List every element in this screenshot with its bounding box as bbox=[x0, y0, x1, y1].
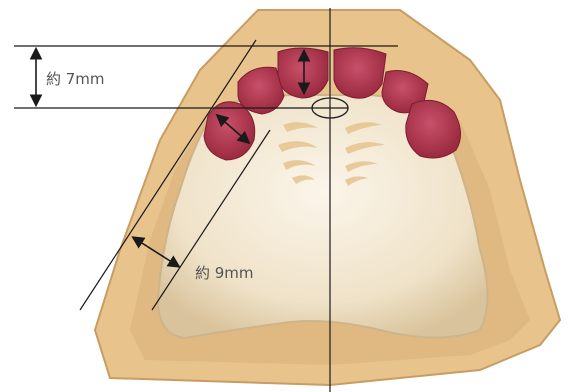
tooth-right-canine bbox=[204, 102, 255, 160]
tooth-right-central bbox=[278, 48, 328, 98]
ridge-offset-label: 約 9mm bbox=[195, 262, 254, 283]
incisal-depth-label: 約 7mm bbox=[46, 68, 105, 89]
